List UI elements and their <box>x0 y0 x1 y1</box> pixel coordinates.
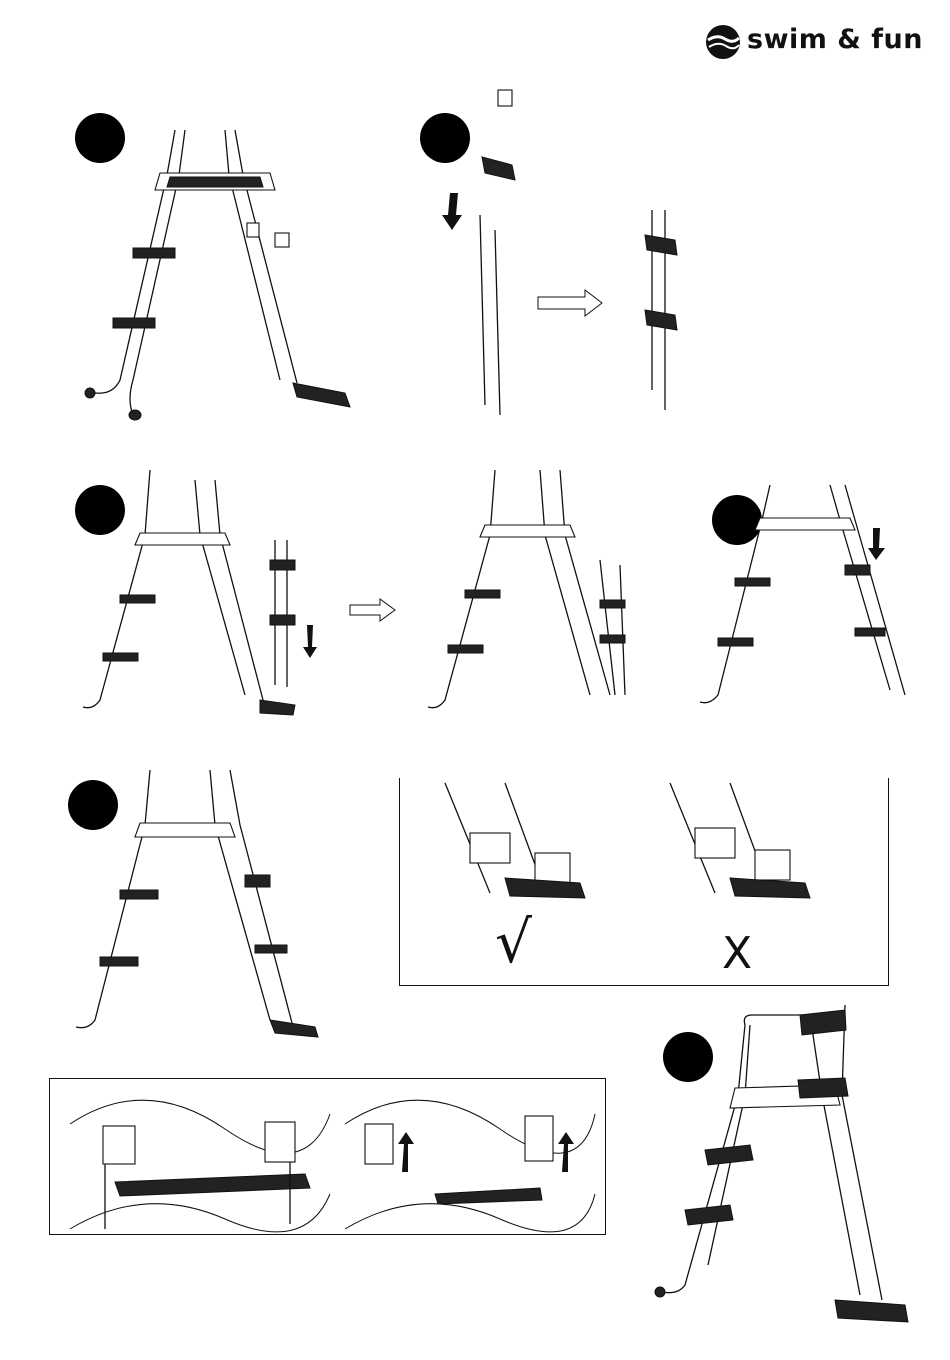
clip-detail-right <box>340 1084 600 1229</box>
clip-detail-left <box>65 1084 335 1229</box>
rail-assembly-illustration <box>440 85 700 425</box>
right-arrow-icon <box>538 290 602 316</box>
correct-fit-illustration <box>430 778 590 903</box>
down-arrow-icon <box>868 528 885 560</box>
up-arrow-icon <box>398 1132 414 1172</box>
clip-part <box>498 90 512 106</box>
down-arrow-icon <box>442 193 462 230</box>
ladder-illustration-step-5 <box>70 765 340 1055</box>
wrong-fit-illustration <box>655 778 815 903</box>
detail-panel <box>49 1078 606 1235</box>
cross-mark-icon: X <box>722 928 752 979</box>
ladder-illustration-step-4 <box>690 480 920 720</box>
logo-icon <box>705 24 741 60</box>
check-panel: √ X <box>399 778 889 986</box>
right-arrow-icon <box>350 599 395 621</box>
down-arrow-icon <box>303 625 317 658</box>
ladder-illustration-step-3-result <box>420 465 650 725</box>
brand-name: swim & fun <box>747 24 923 55</box>
check-mark-icon: √ <box>495 908 532 976</box>
step-part <box>482 157 515 180</box>
ladder-illustration-step-3 <box>75 465 405 725</box>
up-arrow-icon <box>558 1132 574 1172</box>
ladder-illustration-step-1 <box>75 125 365 425</box>
brand-logo: swim & fun <box>705 22 925 62</box>
ladder-illustration-step-6 <box>650 1000 930 1330</box>
